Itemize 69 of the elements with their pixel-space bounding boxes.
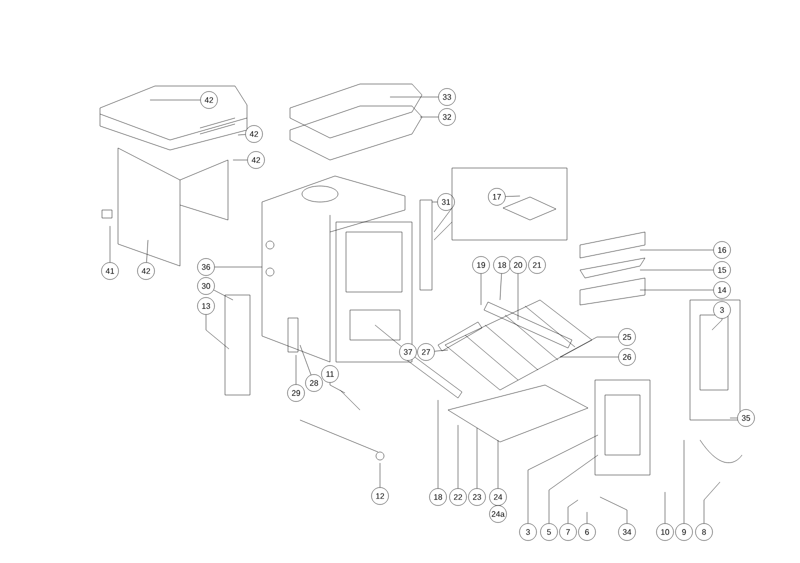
- callout-number: 32: [438, 108, 456, 126]
- leader-line: [434, 350, 448, 352]
- leader-line: [390, 96, 438, 98]
- inset-frame: [452, 168, 568, 240]
- callout-number: 28: [305, 374, 323, 392]
- callout-number: 8: [695, 523, 713, 541]
- callout-number: 42: [200, 91, 218, 109]
- callout-number: 11: [321, 365, 339, 383]
- callout-number: 7: [559, 523, 577, 541]
- callout-number: 41: [101, 262, 119, 280]
- callout-number: 42: [247, 151, 265, 169]
- callout-number: 24a: [489, 505, 507, 523]
- leader-line: [704, 482, 720, 524]
- callout-number: 30: [197, 277, 215, 295]
- callout-number: 10: [656, 523, 674, 541]
- callout-number: 3: [519, 523, 537, 541]
- callout-number: 35: [737, 409, 755, 427]
- callout-number: 15: [713, 261, 731, 279]
- callout-number: 16: [713, 241, 731, 259]
- leader-line: [214, 266, 262, 268]
- leader-line: [596, 336, 618, 338]
- leader-line: [505, 196, 520, 197]
- leader-line: [548, 454, 598, 524]
- leader-line: [374, 324, 402, 347]
- callout-number: 33: [438, 88, 456, 106]
- callout-number: 21: [528, 256, 546, 274]
- leader-line: [420, 116, 438, 118]
- leader-line: [712, 318, 722, 330]
- callout-number: 27: [417, 343, 435, 361]
- callout-number: 6: [578, 523, 596, 541]
- callout-number: 42: [137, 262, 155, 280]
- leader-line: [214, 290, 234, 300]
- callout-number: 29: [287, 384, 305, 402]
- callout-number: 42: [245, 125, 263, 143]
- callout-number: 18: [493, 256, 511, 274]
- callout-number: 20: [509, 256, 527, 274]
- leader-line: [480, 274, 482, 306]
- leader-line: [600, 496, 628, 524]
- leader-line: [664, 492, 666, 524]
- leader-line: [206, 314, 230, 350]
- callout-number: 17: [488, 188, 506, 206]
- leader-line: [476, 428, 478, 488]
- callout-number: 24: [489, 488, 507, 506]
- callout-number: 5: [540, 523, 558, 541]
- callout-number: 9: [675, 523, 693, 541]
- callout-number: 37: [399, 343, 417, 361]
- callout-number: 26: [618, 348, 636, 366]
- callout-number: 22: [449, 488, 467, 506]
- callout-number: 23: [468, 488, 486, 506]
- callout-number: 18: [429, 488, 447, 506]
- callout-number: 25: [618, 328, 636, 346]
- leader-line: [586, 512, 588, 524]
- leader-line: [568, 500, 578, 524]
- callout-number: 36: [197, 258, 215, 276]
- leader-line: [300, 344, 312, 376]
- callout-number: 31: [437, 193, 455, 211]
- leader-line: [146, 240, 148, 263]
- wedge-line: [434, 208, 452, 240]
- callout-number: 34: [618, 523, 636, 541]
- callout-number: 14: [713, 281, 731, 299]
- callout-number: 3: [713, 301, 731, 319]
- leader-line: [500, 274, 502, 300]
- leader-line: [238, 134, 246, 136]
- callout-number: 12: [371, 487, 389, 505]
- leader-line: [528, 434, 598, 524]
- leader-line: [560, 356, 618, 358]
- leader-line: [330, 382, 346, 394]
- callout-number: 13: [197, 297, 215, 315]
- callout-number: 19: [472, 256, 490, 274]
